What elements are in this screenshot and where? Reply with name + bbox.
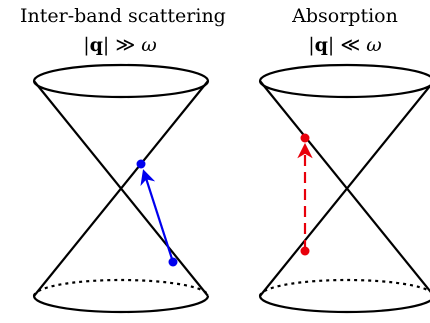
absorption-panel-title: Absorption — [292, 5, 398, 27]
left-upper-cone-rim — [32, 63, 210, 99]
right-upper-cone-rim — [258, 63, 430, 99]
absorption-condition-formula: |q| ≪ ω — [245, 33, 430, 57]
right-lower-cone-rim-back — [258, 278, 430, 297]
right-lower-cone-rim-front — [258, 295, 430, 314]
formula-relation: ≫ — [115, 34, 136, 56]
formula-abs-open: | — [308, 34, 315, 56]
formula-omega: ω — [141, 34, 157, 56]
scattering-initial-state-dot — [168, 257, 178, 267]
absorption-initial-state-dot — [300, 246, 310, 256]
left-lower-cone-rim-front — [32, 295, 210, 314]
scattering-arrow — [140, 169, 175, 263]
left-lower-cone-rim-back — [32, 278, 210, 297]
formula-abs-close: | — [327, 34, 335, 56]
formula-vector-q: q — [89, 34, 103, 56]
left-cone-line-2 — [33, 80, 209, 297]
formula-abs-open: | — [83, 34, 90, 56]
formula-relation: ≪ — [340, 34, 361, 56]
formula-vector-q: q — [314, 34, 328, 56]
formula-abs-close: | — [102, 34, 110, 56]
left-dirac-cone — [32, 63, 210, 314]
formula-omega: ω — [366, 34, 382, 56]
right-dirac-cone — [258, 63, 430, 314]
scattering-final-state-dot — [136, 159, 146, 169]
absorption-final-state-dot — [300, 133, 310, 143]
right-cone-line-2 — [259, 84, 430, 297]
scattering-condition-formula: |q| ≫ ω — [20, 33, 220, 57]
scattering-panel-title: Inter-band scattering — [20, 5, 226, 27]
